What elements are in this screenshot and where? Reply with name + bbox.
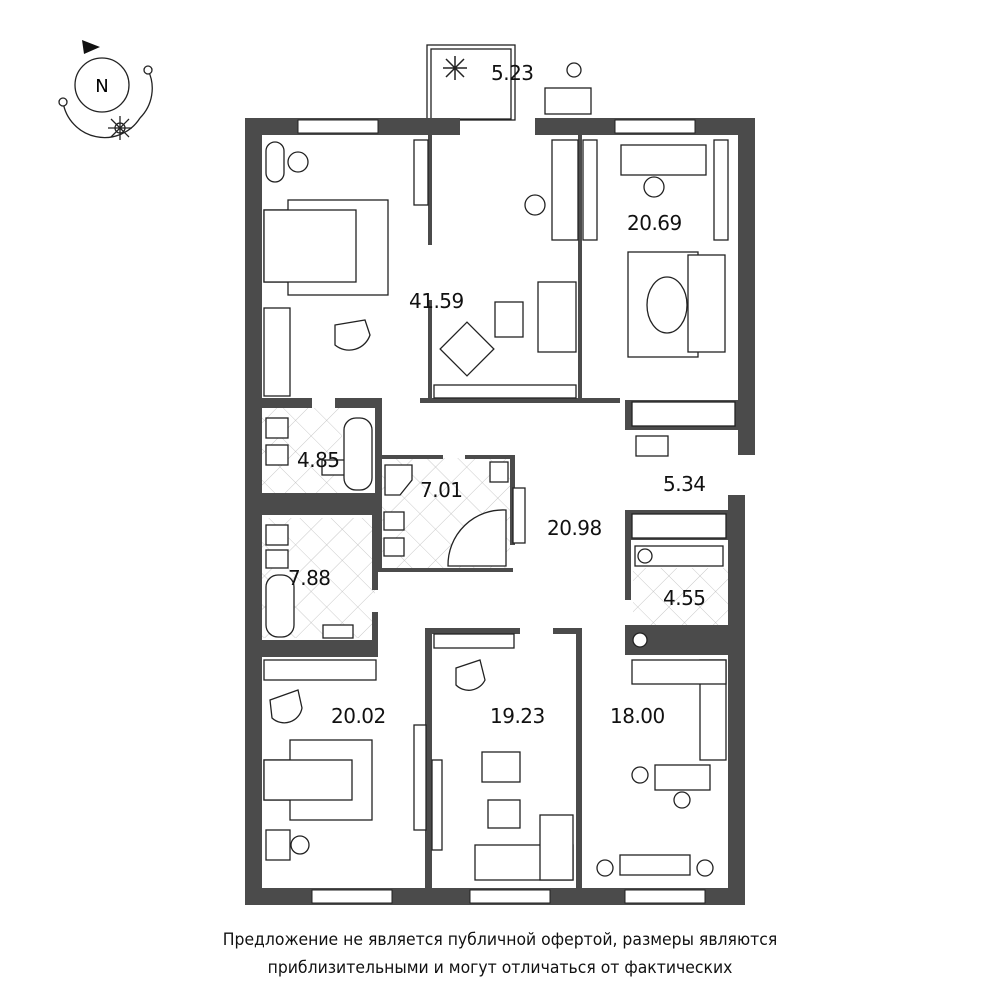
disclaimer-line-2: приблизительными и могут отличаться от ф… — [267, 958, 733, 978]
compass-circle — [74, 57, 130, 113]
room-area-hall: 20.98 — [547, 516, 602, 540]
disclaimer-line-1: Предложение не является публичной оферто… — [222, 930, 778, 950]
room-area-bathroom-2: 7.01 — [420, 478, 463, 502]
plant-icon — [443, 56, 467, 80]
balcony — [426, 44, 592, 121]
room-area-bedroom-2: 20.02 — [331, 704, 386, 728]
outer-walls — [245, 118, 755, 905]
compass: N — [58, 40, 153, 140]
room-area-bedroom-living: 41.59 — [409, 289, 464, 313]
sun-icon — [108, 116, 132, 140]
wardrobes — [263, 139, 736, 681]
room-area-bathroom-1: 4.85 — [297, 448, 340, 472]
furniture — [263, 141, 727, 881]
north-arrow-icon — [82, 40, 100, 54]
compass-north-label: N — [95, 76, 108, 97]
room-area-balcony: 5.23 — [491, 61, 534, 85]
room-area-laundry: 4.55 — [663, 586, 706, 610]
room-area-bathroom-3: 7.88 — [288, 566, 331, 590]
room-area-living-room: 19.23 — [490, 704, 545, 728]
room-area-entrance: 5.34 — [663, 472, 706, 496]
room-area-cabinet: 20.69 — [627, 211, 682, 235]
room-area-kitchen: 18.00 — [610, 704, 665, 728]
